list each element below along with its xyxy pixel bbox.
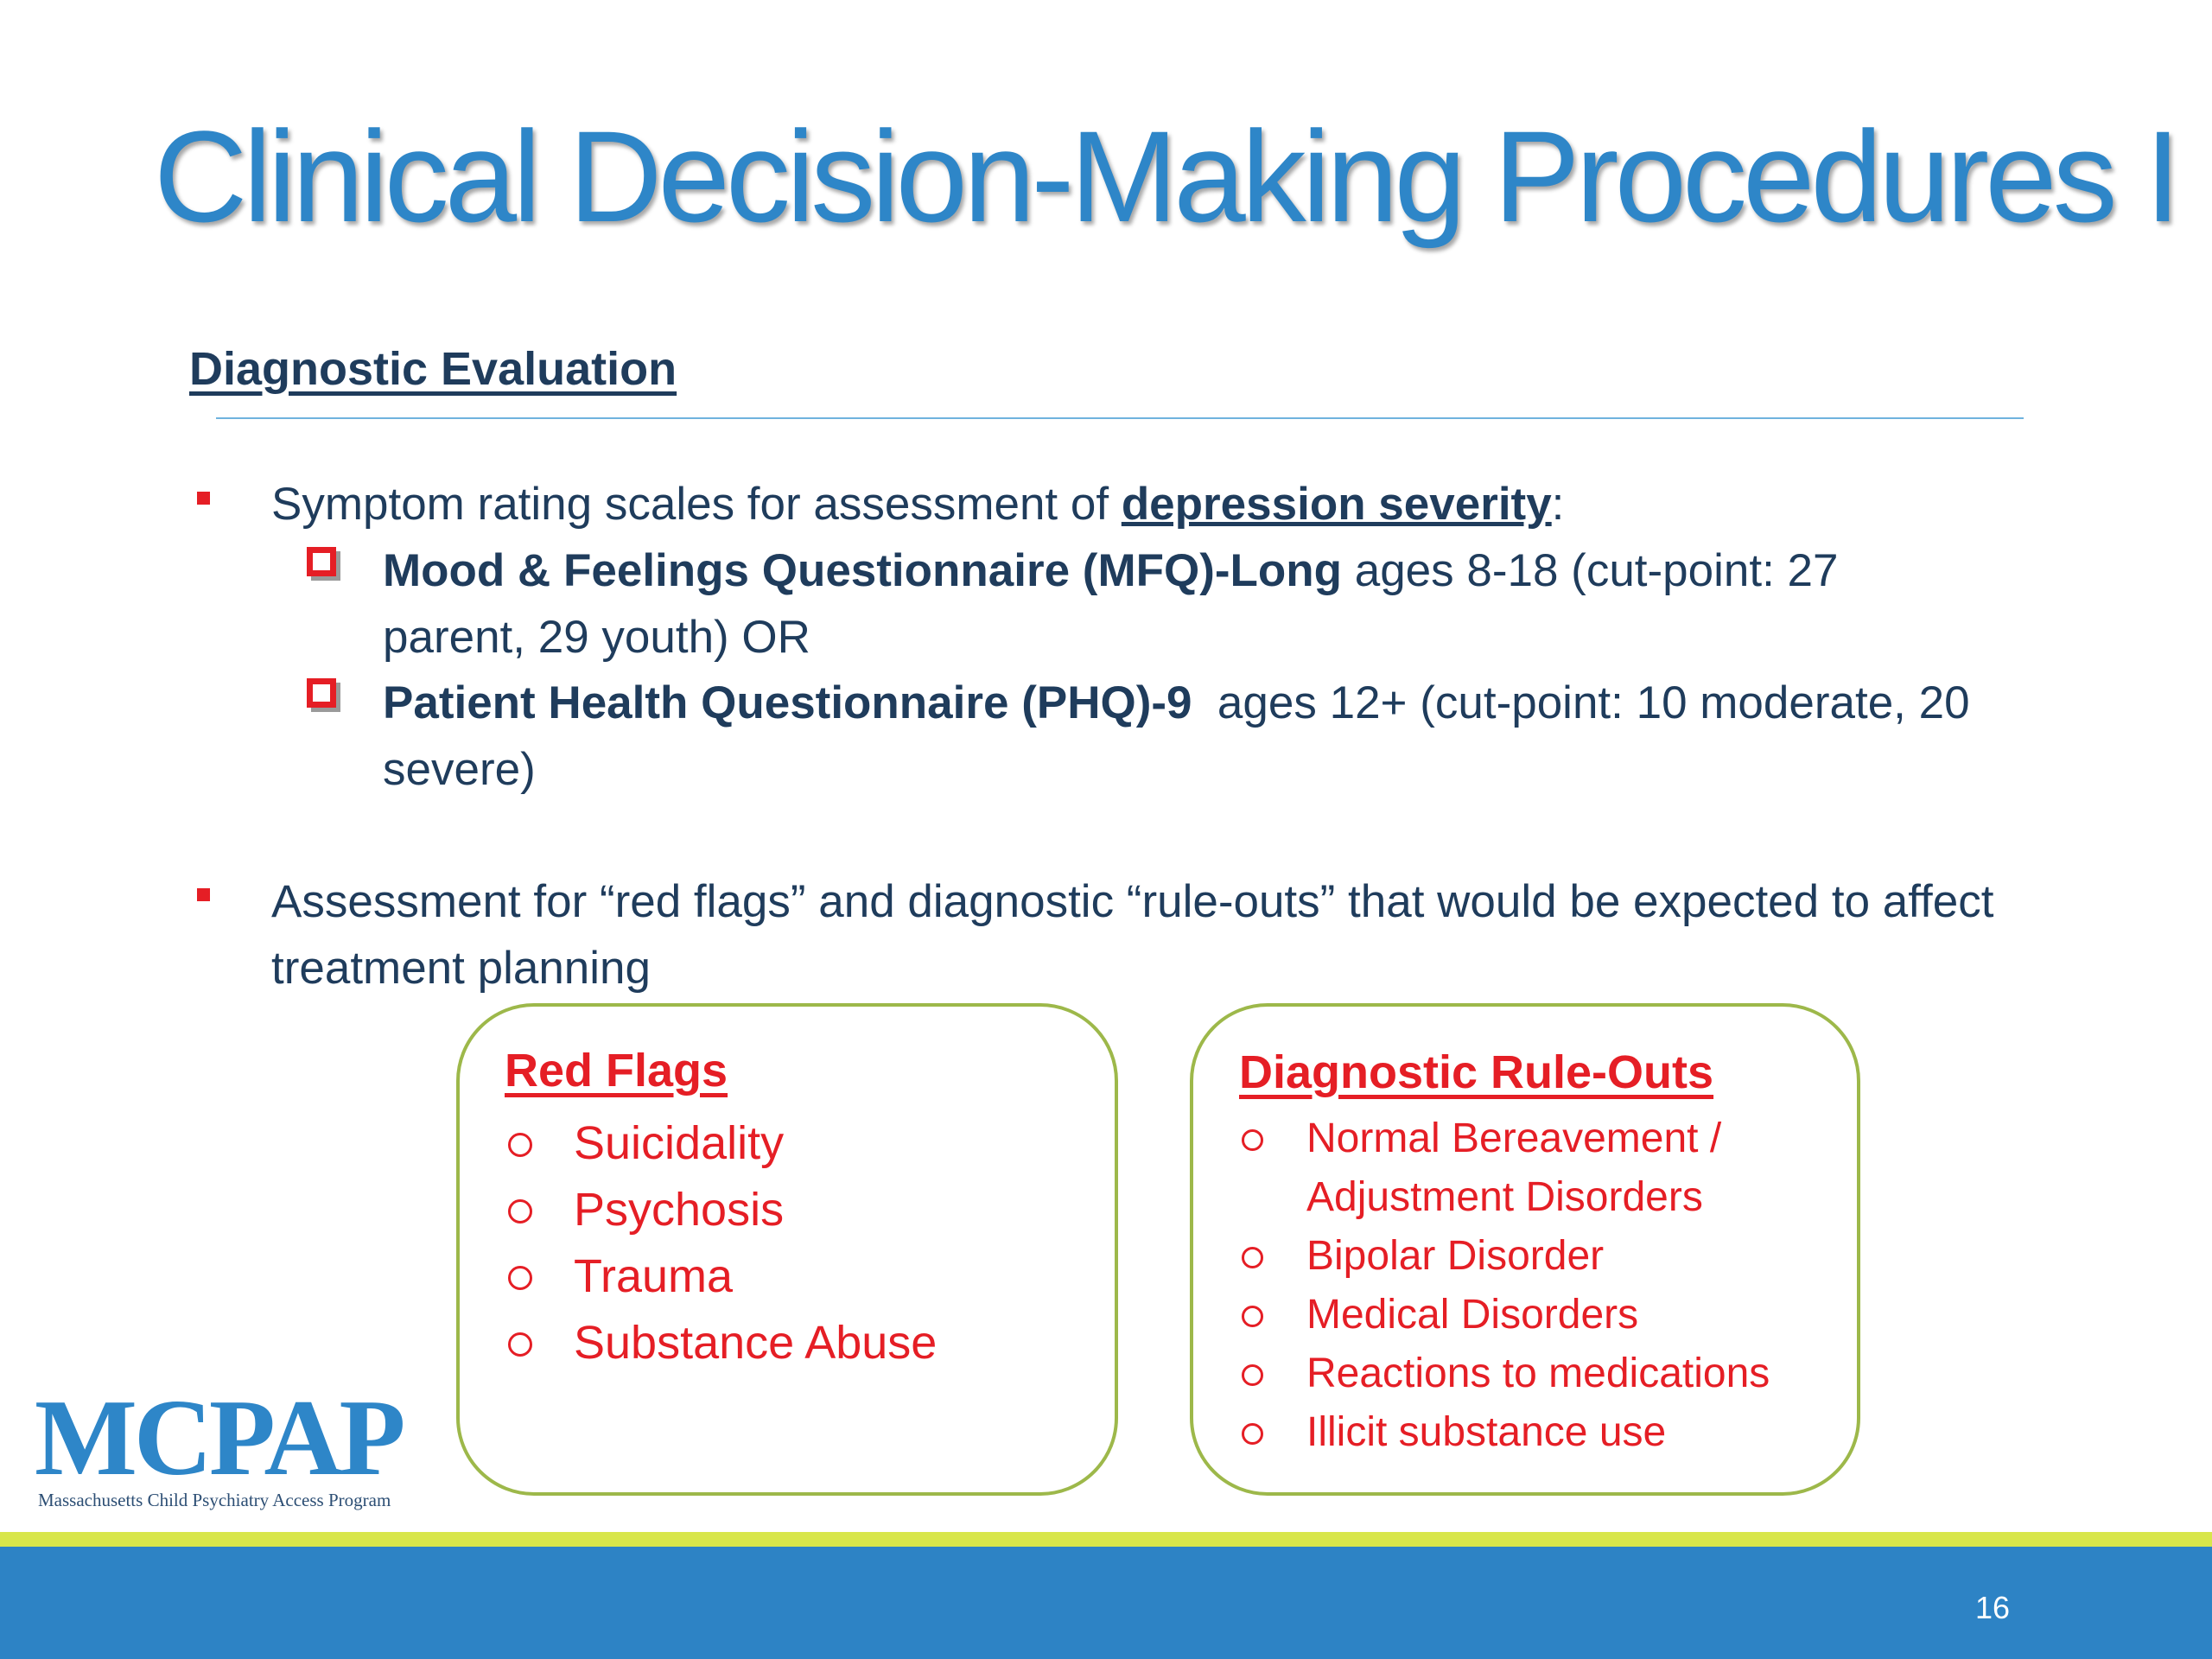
bullet-marker-icon: [197, 888, 210, 901]
page-number: 16: [1975, 1590, 2011, 1625]
footer-bar: [0, 1547, 2212, 1659]
rule-outs-box: [1190, 1003, 1860, 1496]
list-item-text: Substance Abuse: [574, 1317, 938, 1369]
logo-text: MCPAP: [35, 1378, 405, 1498]
rule-outs-heading: Diagnostic Rule-Outs: [1239, 1046, 1714, 1098]
sub-item-phq: Patient Health Questionnaire (PHQ)-9 age…: [383, 670, 1981, 803]
sub-item-detail: ages 12+ (cut-point: 10 moderate, 20 sev…: [383, 677, 1983, 795]
list-item: Psychosis: [505, 1177, 937, 1243]
circle-bullet-icon: [1242, 1364, 1263, 1386]
sub-item-name: Mood & Feelings Questionnaire (MFQ)-Long: [383, 545, 1342, 596]
list-item-text: Normal Bereavement / Adjustment Disorder…: [1306, 1116, 1722, 1220]
sub-item-mfq: Mood & Feelings Questionnaire (MFQ)-Long…: [383, 537, 1981, 671]
list-item: Suicidality: [505, 1110, 937, 1177]
bullet-punct: :: [1551, 479, 1565, 530]
circle-bullet-icon: [1242, 1306, 1263, 1327]
sub-item-name: Patient Health Questionnaire (PHQ)-9: [383, 677, 1192, 728]
sub-item-detail: ages 8-18 (cut-point: 27 parent, 29 yout…: [383, 545, 1839, 663]
bullet-assessment: Assessment for “red flags” and diagnosti…: [271, 876, 1994, 994]
circle-bullet-icon: [1242, 1423, 1263, 1445]
mcpap-logo: MCPAP Massachusetts Child Psychiatry Acc…: [35, 1382, 432, 1512]
list-item: Medical Disorders: [1239, 1286, 1835, 1344]
slide-title: Clinical Decision-Making Procedures I: [154, 104, 2181, 249]
bullet-emphasis: depression severity: [1121, 479, 1552, 530]
list-item-text: Medical Disorders: [1306, 1292, 1639, 1338]
red-flags-list: Suicidality Psychosis Trauma Substance A…: [505, 1110, 937, 1376]
bullet-marker-icon: [197, 492, 210, 505]
red-flags-heading: Red Flags: [505, 1045, 728, 1096]
circle-bullet-icon: [1242, 1247, 1263, 1268]
list-item-text: Bipolar Disorder: [1306, 1233, 1605, 1279]
footer-stripe: [0, 1532, 2212, 1547]
checkbox-icon: [307, 678, 336, 708]
logo-subtitle: Massachusetts Child Psychiatry Access Pr…: [38, 1490, 391, 1510]
list-item-text: Illicit substance use: [1306, 1409, 1667, 1455]
circle-bullet-icon: [508, 1266, 532, 1290]
list-item: Illicit substance use: [1239, 1403, 1835, 1462]
list-item: Substance Abuse: [505, 1310, 937, 1376]
bullet-text: Symptom rating scales for assessment of: [271, 479, 1122, 530]
circle-bullet-icon: [508, 1332, 532, 1357]
list-item-text: Psychosis: [574, 1184, 785, 1236]
list-item: Reactions to medications: [1239, 1344, 1835, 1403]
red-flags-box: [456, 1003, 1118, 1496]
circle-bullet-icon: [508, 1199, 532, 1224]
bullet-symptom-scales: Symptom rating scales for assessment of …: [271, 471, 1564, 537]
divider-rule: [216, 417, 2024, 419]
list-item-text: Suicidality: [574, 1117, 785, 1169]
list-item: Trauma: [505, 1243, 937, 1310]
circle-bullet-icon: [1242, 1129, 1263, 1151]
rule-outs-list: Normal Bereavement / Adjustment Disorder…: [1239, 1109, 1835, 1462]
list-item-text: Reactions to medications: [1306, 1351, 1770, 1396]
circle-bullet-icon: [508, 1133, 532, 1157]
section-heading: Diagnostic Evaluation: [189, 343, 677, 395]
checkbox-icon: [307, 547, 336, 576]
list-item-text: Trauma: [574, 1250, 734, 1302]
list-item: Bipolar Disorder: [1239, 1227, 1835, 1286]
list-item: Normal Bereavement / Adjustment Disorder…: [1239, 1109, 1835, 1227]
